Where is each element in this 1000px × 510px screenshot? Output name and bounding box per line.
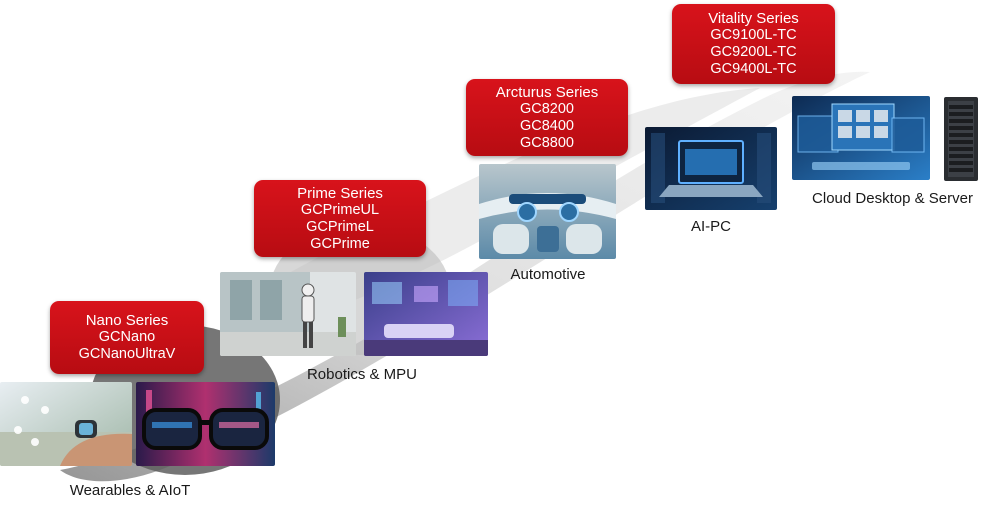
laptop-photo xyxy=(645,127,777,210)
ar-glasses-photo xyxy=(136,382,275,466)
series-title: Vitality Series xyxy=(708,10,799,27)
model-name: GCPrime xyxy=(310,235,370,252)
model-name: GCPrimeUL xyxy=(300,201,380,218)
model-name: GCNano xyxy=(98,329,156,345)
caption-cloud-server: Cloud Desktop & Server xyxy=(812,190,973,207)
car-interior-photo xyxy=(479,164,616,259)
vitality-series-box: Vitality Series GC9100L-TC GC9200L-TC GC… xyxy=(672,4,835,84)
caption-automotive: Automotive xyxy=(510,266,586,283)
model-name: GCPrimeL xyxy=(306,218,374,235)
model-name: GC8800 xyxy=(519,134,574,151)
series-title: Nano Series xyxy=(85,312,169,329)
model-name: GC9200L-TC xyxy=(710,44,797,60)
caption-ai-pc: AI-PC xyxy=(690,218,731,235)
series-title: Prime Series xyxy=(297,184,383,202)
model-name: GC9400L-TC xyxy=(710,61,797,77)
smart-home-photo xyxy=(364,272,488,356)
smartwatch-photo xyxy=(0,382,132,466)
arcturus-series-box: Arcturus Series GC8200 GC8400 GC8800 xyxy=(466,79,628,156)
model-name: GC8200 xyxy=(519,100,574,117)
server-rack-photo xyxy=(941,96,981,182)
humanoid-robot-photo xyxy=(220,272,356,356)
prime-series-box: Prime Series GCPrimeUL GCPrimeL GCPrime xyxy=(254,180,426,257)
model-name: GCNanoUltraV xyxy=(78,346,176,362)
cloud-desktop-photo xyxy=(792,96,930,180)
model-name: GC8400 xyxy=(519,117,574,134)
caption-wearables: Wearables & AIoT xyxy=(69,482,191,499)
caption-robotics: Robotics & MPU xyxy=(306,366,418,383)
nano-series-box: Nano Series GCNano GCNanoUltraV xyxy=(50,301,204,374)
model-name: GC9100L-TC xyxy=(710,27,797,43)
series-title: Arcturus Series xyxy=(495,83,599,101)
